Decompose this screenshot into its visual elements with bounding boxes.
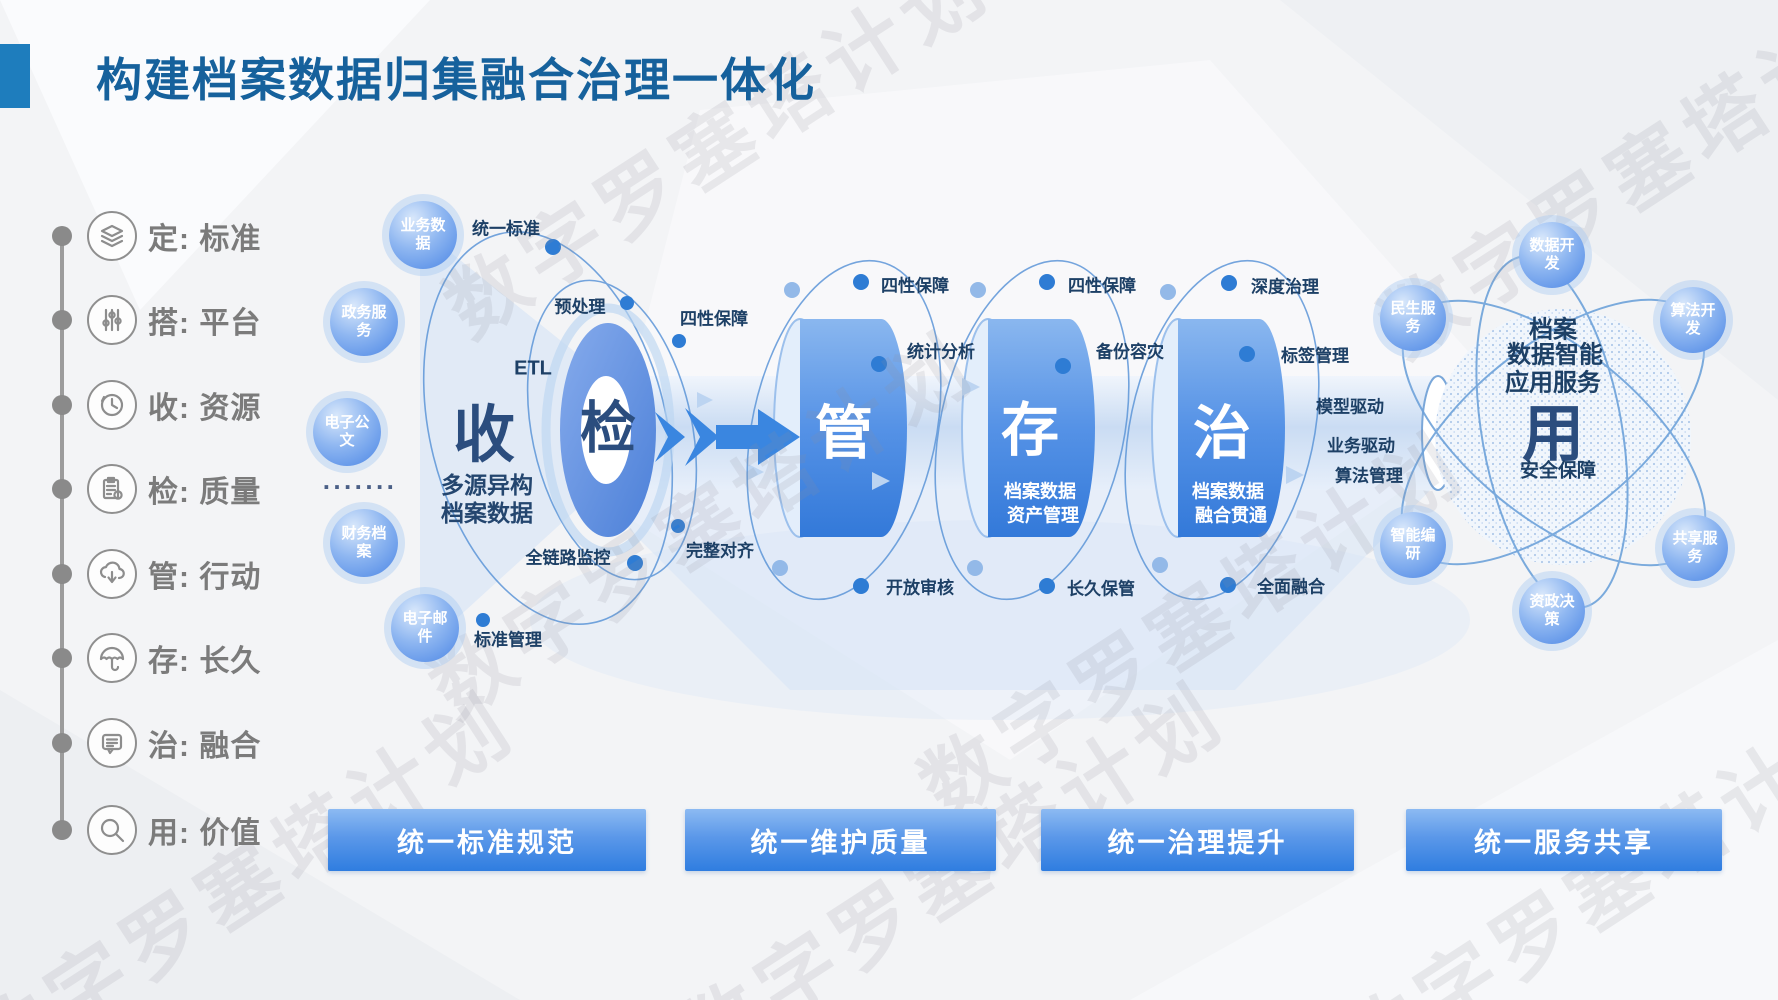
label-longterm-keep: 长久保管 <box>1067 579 1135 599</box>
service-bubble-livelihood-service: 民生服务 <box>1380 285 1446 351</box>
source-bubble-business-data: 业务数据 <box>389 201 457 269</box>
sidebar-item-store-longterm: 存: 长久 <box>148 645 262 678</box>
source-ellipsis: ······· <box>322 471 398 502</box>
cylinder-guan <box>773 318 907 538</box>
stage-jian: 检 <box>580 396 636 460</box>
sphere-title-line2: 数据智能 <box>1507 341 1603 369</box>
zhi-caption-line1: 档案数据 <box>1192 481 1264 502</box>
timeline-dot <box>52 395 72 415</box>
cun-caption-line2: 资产管理 <box>1007 505 1079 526</box>
sidebar-item-define-standard: 定: 标准 <box>148 223 262 256</box>
timeline-dot <box>52 648 72 668</box>
orbit-guan <box>746 259 942 601</box>
timeline-dot <box>52 733 72 753</box>
flow-arrows-faint <box>697 378 1304 490</box>
orbit-zhi <box>1124 259 1320 601</box>
label-backup-dr: 备份容灾 <box>1096 342 1164 362</box>
cylinder-cun <box>961 318 1095 538</box>
sidebar-item-collect-resource: 收: 资源 <box>148 392 262 425</box>
label-etl: ETL <box>514 357 552 380</box>
label-model-driven: 模型驱动 <box>1316 397 1384 417</box>
label-algorithm-mgmt: 算法管理 <box>1335 466 1403 486</box>
magnifier-icon <box>87 805 137 855</box>
source-bubble-email: 电子邮件 <box>391 594 459 662</box>
label-tag-mgmt: 标签管理 <box>1281 346 1349 366</box>
sidebar-item-use-value: 用: 价值 <box>148 817 262 850</box>
label-full-chain-monitor: 全链路监控 <box>525 548 611 568</box>
timeline-dot <box>52 820 72 840</box>
flow-arrows <box>655 408 800 466</box>
label-open-audit: 开放审核 <box>886 578 954 598</box>
service-bubble-share-service: 共享服务 <box>1662 515 1728 581</box>
pipe-glow <box>530 520 1470 720</box>
zhi-caption-line2: 融合贯通 <box>1195 505 1267 526</box>
cun-caption-line1: 档案数据 <box>1004 481 1076 502</box>
orbit-dots-light <box>772 282 1176 576</box>
sphere-security-label: 安全保障 <box>1519 460 1597 482</box>
service-bubble-smart-research: 智能编研 <box>1380 512 1446 578</box>
stage-guan: 管 <box>814 401 874 466</box>
cylinder-zhi <box>1151 318 1285 538</box>
service-bubble-data-dev: 数据开发 <box>1519 222 1585 288</box>
source-bubble-e-document: 电子公文 <box>313 398 381 466</box>
sidebar-item-build-platform: 搭: 平台 <box>148 307 262 340</box>
jian-donut <box>541 303 675 557</box>
umbrella-icon <box>87 633 137 683</box>
label-standard-mgmt: 标准管理 <box>474 630 542 650</box>
timeline-dot <box>52 564 72 584</box>
stage-cun: 存 <box>1000 398 1060 463</box>
label-unified-standard: 统一标准 <box>472 219 540 239</box>
source-bubble-gov-service: 政务服务 <box>330 288 398 356</box>
orbit-dots <box>476 239 1255 627</box>
timeline-dot <box>52 479 72 499</box>
label-four-quality-1: 四性保障 <box>680 309 748 329</box>
label-four-quality-3: 四性保障 <box>1068 276 1136 296</box>
sidebar-item-check-quality: 检: 质量 <box>148 476 262 509</box>
stage-zhi: 治 <box>1192 401 1252 466</box>
banner-unified-service-share: 统一服务共享 <box>1406 809 1722 871</box>
source-funnel <box>420 228 600 652</box>
title-accent-bar <box>0 44 30 108</box>
cloud-download-icon <box>87 549 137 599</box>
sphere-title-line1: 档案 <box>1529 316 1577 344</box>
sidebar-timeline-line <box>60 232 64 834</box>
label-stat-analysis: 统计分析 <box>907 342 975 362</box>
label-preprocess: 预处理 <box>554 297 606 317</box>
service-bubble-algorithm-dev: 算法开发 <box>1660 287 1726 353</box>
timeline-dot <box>52 226 72 246</box>
source-bubble-finance-archive: 财务档案 <box>330 509 398 577</box>
sidebar-item-govern-fusion: 治: 融合 <box>148 730 262 763</box>
banner-unified-standard-spec: 统一标准规范 <box>328 809 646 871</box>
page-title: 构建档案数据归集融合治理一体化 <box>96 54 816 106</box>
banner-unified-maintain-quality: 统一维护质量 <box>685 809 996 871</box>
label-complete-align: 完整对齐 <box>686 541 754 561</box>
label-deep-governance: 深度治理 <box>1251 277 1319 297</box>
label-full-fusion: 全面融合 <box>1257 577 1325 597</box>
label-four-quality-2: 四性保障 <box>881 276 949 296</box>
shou-caption-line2: 档案数据 <box>441 500 533 527</box>
orbit-shou-outer <box>422 231 674 625</box>
stage-yong: 用 <box>1521 400 1585 469</box>
sphere-title-line3: 应用服务 <box>1505 369 1601 397</box>
sliders-icon <box>87 295 137 345</box>
orbit-cun <box>934 259 1130 601</box>
label-business-driven: 业务驱动 <box>1327 436 1395 456</box>
stage-shou: 收 <box>452 401 516 470</box>
bg-facet <box>0 690 520 1000</box>
comment-icon <box>87 718 137 768</box>
layers-icon <box>87 211 137 261</box>
history-clock-icon <box>87 380 137 430</box>
banner-unified-governance-improve: 统一治理提升 <box>1041 809 1354 871</box>
shou-caption-line1: 多源异构 <box>441 472 533 499</box>
timeline-dot <box>52 310 72 330</box>
sidebar-item-manage-action: 管: 行动 <box>148 561 262 594</box>
service-bubble-policy-decision: 资政决策 <box>1519 578 1585 644</box>
report-gear-icon <box>87 464 137 514</box>
